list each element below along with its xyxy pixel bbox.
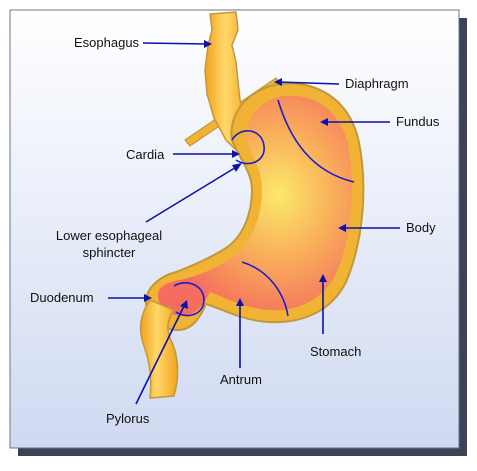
pylorus-leader bbox=[135, 303, 186, 405]
label-pylorus: Pylorus bbox=[106, 411, 150, 426]
body-arrowhead bbox=[338, 224, 346, 232]
label-les-line2: sphincter bbox=[83, 245, 136, 260]
label-diaphragm: Diaphragm bbox=[345, 76, 409, 91]
pylorus-ring bbox=[173, 282, 205, 317]
esophagus-arrowhead bbox=[204, 40, 212, 48]
diaphragm-leader bbox=[277, 81, 340, 85]
label-antrum: Antrum bbox=[220, 372, 262, 387]
label-les-line1: Lower esophageal bbox=[56, 228, 162, 243]
fundus-boundary-line bbox=[277, 99, 355, 183]
antrum-arrowhead bbox=[236, 298, 244, 306]
leader-lines bbox=[108, 42, 400, 405]
les-arrowhead bbox=[232, 163, 242, 172]
pylorus-arrowhead bbox=[180, 300, 188, 309]
duodenum-tube bbox=[139, 299, 179, 399]
stomach-arrowhead bbox=[319, 274, 327, 282]
label-stomach: Stomach bbox=[310, 344, 361, 359]
diaphragm-arrowhead bbox=[274, 78, 282, 86]
duodenum-arrowhead bbox=[144, 294, 152, 302]
cardia-arrowhead bbox=[232, 150, 240, 158]
label-fundus: Fundus bbox=[396, 114, 440, 129]
arrowheads bbox=[144, 40, 346, 309]
label-cardia: Cardia bbox=[126, 147, 165, 162]
label-esophagus: Esophagus bbox=[74, 35, 140, 50]
antrum-boundary-line bbox=[241, 261, 289, 317]
cardia-sphincter-ring bbox=[231, 130, 265, 165]
label-duodenum: Duodenum bbox=[30, 290, 94, 305]
label-body: Body bbox=[406, 220, 436, 235]
les-leader bbox=[145, 165, 239, 223]
fundus-arrowhead bbox=[320, 118, 328, 126]
esophagus-leader bbox=[142, 42, 209, 45]
